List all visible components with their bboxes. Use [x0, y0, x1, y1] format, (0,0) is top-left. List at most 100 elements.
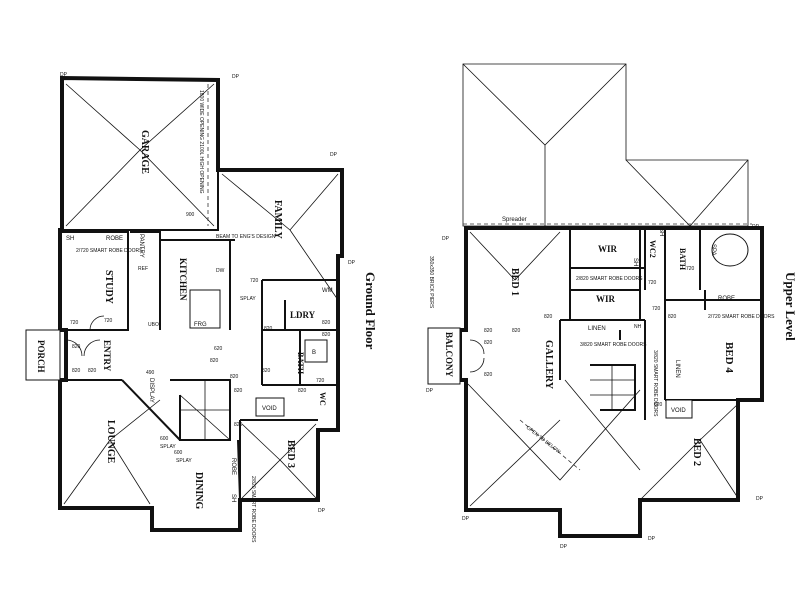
- ground-dp: DP: [318, 508, 326, 514]
- garage-hip-lines: [65, 83, 215, 227]
- ground-dim-820: 820: [322, 320, 331, 326]
- study-walls: [62, 231, 129, 331]
- room-bed1: BED 1: [509, 268, 520, 296]
- spreader-label: Spreader: [502, 217, 527, 223]
- ground-dim-820: 820: [322, 332, 331, 338]
- dim-600-a: 600: [160, 436, 169, 442]
- room-bath-upper: BATH: [678, 248, 687, 271]
- bath-tub: [304, 339, 328, 363]
- sh-upper-label: SH: [632, 258, 638, 266]
- upper-dp: DP: [752, 224, 760, 230]
- room-entry: ENTRY: [102, 340, 112, 372]
- linen-1-label: LINEN: [588, 326, 606, 332]
- ground-dim-820: 820: [234, 388, 243, 394]
- ground-dp: DP: [348, 260, 356, 266]
- study-door: [89, 315, 105, 331]
- open-to-below-note: OPEN TO BELOW: [525, 425, 562, 456]
- upper-dim-720: 720: [686, 266, 695, 272]
- dim-490: 490: [146, 370, 155, 376]
- b-label: B: [312, 350, 316, 356]
- room-ldry: LDRY: [290, 310, 316, 320]
- ground-dp: DP: [60, 72, 68, 78]
- upper-level-plan: [427, 63, 764, 538]
- wir-robe-note: 2/820 SMART ROBE DOORS: [576, 276, 643, 282]
- room-kitchen: KITCHEN: [178, 258, 188, 301]
- splay-note-2: SPLAY: [160, 444, 176, 450]
- ground-void-label: VOID: [262, 406, 277, 412]
- upper-level-title: Upper Level: [783, 272, 798, 341]
- sh-label-ground-2: SH: [230, 494, 236, 502]
- upper-wet-walls: [569, 228, 701, 320]
- upper-dp: DP: [462, 516, 470, 522]
- ground-dim-820: 820: [298, 388, 307, 394]
- room-wc2: WC2: [648, 240, 657, 258]
- room-bed4: BED 4: [723, 342, 735, 373]
- dw-note: DW: [216, 268, 225, 274]
- ref-note: REF: [138, 266, 148, 272]
- room-bed2: BED 2: [691, 438, 702, 466]
- ground-dim-720: 720: [104, 318, 113, 324]
- entry-doors: [65, 339, 101, 357]
- upper-stair: [590, 364, 636, 411]
- upper-dp: DP: [560, 544, 568, 550]
- robe-upper-label: ROBE: [718, 296, 735, 302]
- ground-dim-720: 720: [250, 278, 259, 284]
- study-robe-note: 2/720 SMART ROBE DOORS: [76, 248, 143, 254]
- sh-label-ground: SH: [66, 236, 74, 242]
- garage-opening-note: 1800 WIDE OPENING 2100L HIGH OPENING: [198, 90, 204, 194]
- robe-study-label: ROBE: [106, 236, 123, 242]
- ubo-note: UBO: [148, 322, 159, 328]
- upper-dp: DP: [756, 496, 764, 502]
- balcony-box: [427, 327, 461, 385]
- upper-roof-lower-hips: [467, 379, 739, 507]
- bed3-walls: [239, 419, 318, 500]
- room-wir-1: WIR: [598, 244, 618, 254]
- kitchen-walls: [130, 231, 235, 330]
- family-hip-lines: [221, 173, 339, 301]
- upper-dp: DP: [648, 536, 656, 542]
- bed4-walls: [664, 290, 762, 401]
- pantry-label: PANTRY: [138, 234, 144, 258]
- ground-dim-820: 820: [72, 344, 81, 350]
- ground-void-box: [255, 397, 285, 417]
- ground-dp: DP: [232, 74, 240, 80]
- wet-area-walls: [261, 279, 338, 386]
- splay-note-1: SPLAY: [240, 296, 256, 302]
- upper-roof-outline: [462, 63, 749, 227]
- open-to-below-line: [519, 419, 581, 471]
- upper-dim-820: 820: [668, 314, 677, 320]
- ground-dim-820: 820: [234, 422, 243, 428]
- bed3-hip-lines: [241, 423, 317, 499]
- room-gallery: GALLERY: [543, 340, 554, 390]
- upper-dim-820: 820: [512, 328, 521, 334]
- beam-note: BEAM TO ENG'S DESIGN: [216, 234, 276, 240]
- wm-label: WM: [322, 288, 333, 294]
- ground-floor-title: Ground Floor: [363, 272, 378, 350]
- gallery-walls: [559, 319, 646, 420]
- ground-dp: DP: [330, 152, 338, 158]
- sh-upper-label-2: SH: [658, 228, 664, 236]
- upper-dim-820: 820: [484, 372, 493, 378]
- room-balcony: BALCONY: [444, 332, 454, 378]
- room-family: FAMILY: [272, 200, 283, 240]
- upper-dp: DP: [426, 388, 434, 394]
- ground-dim-820: 820: [88, 368, 97, 374]
- ground-dim-820: 820: [264, 326, 273, 332]
- upper-dim-720: 720: [652, 306, 661, 312]
- room-study: STUDY: [103, 270, 114, 305]
- nh-note: NH: [634, 324, 642, 330]
- upper-dim-820: 820: [544, 314, 553, 320]
- upper-outer-wall: [458, 226, 764, 538]
- room-wc-ground: WC: [318, 392, 327, 406]
- ground-floor-plan: [25, 75, 344, 532]
- ground-dim-720: 720: [316, 378, 325, 384]
- dim-620: 620: [214, 346, 223, 352]
- linen-robe-note: 3/820 SMART ROBE DOORS: [580, 342, 647, 348]
- linen-2-label: LINEN: [674, 360, 680, 378]
- bed3-robe-note: 2/820 SMART ROBE DOORS: [250, 476, 256, 543]
- void-upper-label: VOID: [671, 408, 686, 414]
- spa-label: SPA: [710, 244, 716, 256]
- dim-600-b: 600: [174, 450, 183, 456]
- bed2-robe-note: 3/820 SMART ROBE DOORS: [652, 350, 658, 417]
- garage-walls: [62, 170, 219, 231]
